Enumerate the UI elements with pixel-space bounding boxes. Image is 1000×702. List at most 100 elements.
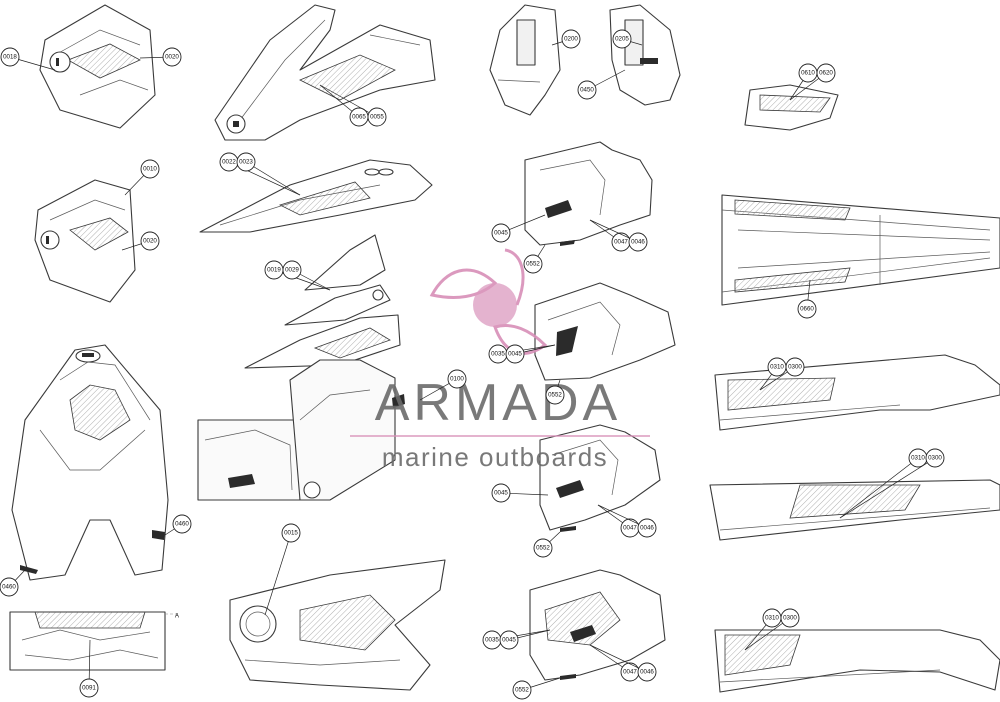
callout-bubble bbox=[447, 369, 467, 389]
callout-bubble bbox=[637, 662, 657, 682]
callout-number: 0552 bbox=[536, 545, 550, 552]
callout-number: 0460 bbox=[2, 584, 16, 591]
callout-bubble bbox=[816, 63, 836, 83]
armada-watermark: ARMADA marine outboards bbox=[350, 248, 650, 472]
callout-leader-line bbox=[839, 457, 919, 519]
callout-number: 0045 bbox=[502, 637, 516, 644]
callout-number: 0310 bbox=[911, 455, 925, 462]
callout-number: 0091 bbox=[82, 685, 96, 692]
callout-bubble bbox=[281, 523, 301, 543]
callout-bubble bbox=[236, 152, 256, 172]
callout-number: 0023 bbox=[239, 159, 253, 166]
callout-number: 0020 bbox=[143, 238, 157, 245]
callout-number: 0300 bbox=[783, 615, 797, 622]
callout-bubble bbox=[561, 29, 581, 49]
callout-bubble bbox=[162, 47, 182, 67]
callout-bubble bbox=[523, 254, 543, 274]
stacked-side-panels bbox=[244, 234, 401, 369]
long-side-panel bbox=[199, 159, 433, 233]
callout-number: 0046 bbox=[631, 239, 645, 246]
callout-number: 0552 bbox=[548, 392, 562, 399]
callout-number: 0022 bbox=[222, 159, 236, 166]
callout-number: 0035 bbox=[491, 351, 505, 358]
callout-leader-line bbox=[264, 532, 292, 616]
callout-number: 0010 bbox=[143, 166, 157, 173]
callout-bubble bbox=[628, 232, 648, 252]
side-panel-a bbox=[524, 141, 653, 246]
callout-bubble bbox=[282, 260, 302, 280]
callout-bubble bbox=[505, 344, 525, 364]
callout-number: 0020 bbox=[165, 54, 179, 61]
callout-number: 0552 bbox=[526, 261, 540, 268]
running-board-tunnel bbox=[721, 194, 1000, 306]
callout-leader-line bbox=[839, 457, 936, 519]
callout-bubble bbox=[0, 47, 20, 67]
lower-bumper-panel bbox=[9, 611, 180, 671]
callout-number: 0047 bbox=[623, 525, 637, 532]
callout-number: 0029 bbox=[285, 267, 299, 274]
callout-number: 0200 bbox=[564, 36, 578, 43]
side-panel-c bbox=[539, 424, 661, 532]
callout-number: 0100 bbox=[450, 376, 464, 383]
callout-number: 0047 bbox=[623, 669, 637, 676]
small-angled-panel bbox=[744, 84, 839, 131]
inner-side-panel-left bbox=[489, 4, 561, 116]
callout-number: 0310 bbox=[765, 615, 779, 622]
side-panel-d bbox=[529, 569, 666, 681]
callout-bubble bbox=[140, 159, 160, 179]
callout-number: 0205 bbox=[615, 36, 629, 43]
callout-number: 0065 bbox=[352, 114, 366, 121]
side-panel-b bbox=[534, 282, 676, 381]
callout-number: 0300 bbox=[788, 364, 802, 371]
callout-bubble bbox=[612, 29, 632, 49]
callout-bubble bbox=[512, 680, 532, 700]
callout-bubble bbox=[79, 678, 99, 698]
front-cowl-assembly bbox=[11, 344, 169, 581]
front-hood-panel-middle bbox=[34, 179, 136, 303]
callout-bubble bbox=[491, 223, 511, 243]
callout-number: 0046 bbox=[640, 669, 654, 676]
bottom-hood-panel bbox=[229, 559, 446, 691]
callout-bubble bbox=[785, 357, 805, 377]
callout-leader-line bbox=[319, 84, 378, 118]
callout-number: 0015 bbox=[284, 530, 298, 537]
callout-number: 0019 bbox=[267, 267, 281, 274]
watermark-tagline: marine outboards bbox=[382, 442, 608, 472]
side-rail-3 bbox=[714, 629, 1000, 693]
side-rail-2 bbox=[709, 479, 1000, 541]
callout-number: 0047 bbox=[614, 239, 628, 246]
callout-bubble bbox=[925, 448, 945, 468]
zoom-detail-view bbox=[197, 359, 405, 501]
callout-number: 0035 bbox=[485, 637, 499, 644]
view-marker: A bbox=[175, 613, 180, 620]
callout-number: 0045 bbox=[494, 490, 508, 497]
callout-number: 0660 bbox=[800, 306, 814, 313]
callout-number: 0045 bbox=[494, 230, 508, 237]
callout-number: 0055 bbox=[370, 114, 384, 121]
callout-bubble bbox=[780, 608, 800, 628]
front-hood-panel-top bbox=[39, 4, 156, 129]
callout-bubble bbox=[0, 577, 19, 597]
callout-number: 0045 bbox=[508, 351, 522, 358]
callout-bubble bbox=[577, 80, 597, 100]
callout-leader-line bbox=[245, 161, 301, 196]
callout-bubble bbox=[637, 518, 657, 538]
callout-leader-line bbox=[589, 644, 648, 673]
callout-number: 0552 bbox=[515, 687, 529, 694]
callout-bubble bbox=[367, 107, 387, 127]
callout-bubble bbox=[545, 385, 565, 405]
inner-side-panel-right bbox=[609, 4, 681, 106]
watermark-brand: ARMADA bbox=[375, 374, 621, 432]
callout-number: 0460 bbox=[175, 521, 189, 528]
callout-number: 0018 bbox=[3, 54, 17, 61]
side-rail-1 bbox=[714, 354, 1000, 431]
callout-bubble bbox=[172, 514, 192, 534]
callout-bubble bbox=[499, 630, 519, 650]
callout-number: 0046 bbox=[640, 525, 654, 532]
callout-bubble bbox=[533, 538, 553, 558]
callout-bubble bbox=[797, 299, 817, 319]
callout-number: 0300 bbox=[928, 455, 942, 462]
upper-side-panel bbox=[214, 4, 436, 141]
